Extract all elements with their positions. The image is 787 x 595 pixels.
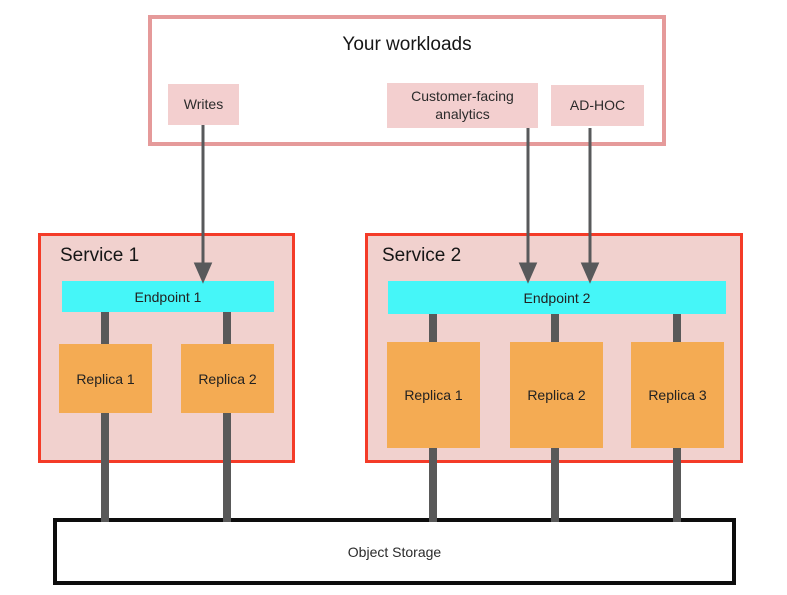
service-2-title: Service 2 [382,245,462,266]
service-1-title: Service 1 [60,245,140,266]
service1-replica-1: Replica 1 [59,344,152,413]
object-storage-box: Object Storage [53,518,736,585]
endpoint-2: Endpoint 2 [388,281,726,314]
object-storage-label: Object Storage [347,543,442,560]
workloads-title: Your workloads [342,34,472,55]
workload-writes: Writes [168,84,239,125]
endpoint-1: Endpoint 1 [62,281,274,312]
workload-ad-hoc: AD-HOC [551,85,644,126]
service1-replica-2: Replica 2 [181,344,274,413]
workload-customer-facing-analytics: Customer-facing analytics [387,83,538,128]
service2-replica-3: Replica 3 [631,342,724,448]
connector-service1-replica2 [223,312,231,522]
service2-replica-2: Replica 2 [510,342,603,448]
service2-replica-1: Replica 1 [387,342,480,448]
connector-service1-replica1 [101,312,109,522]
